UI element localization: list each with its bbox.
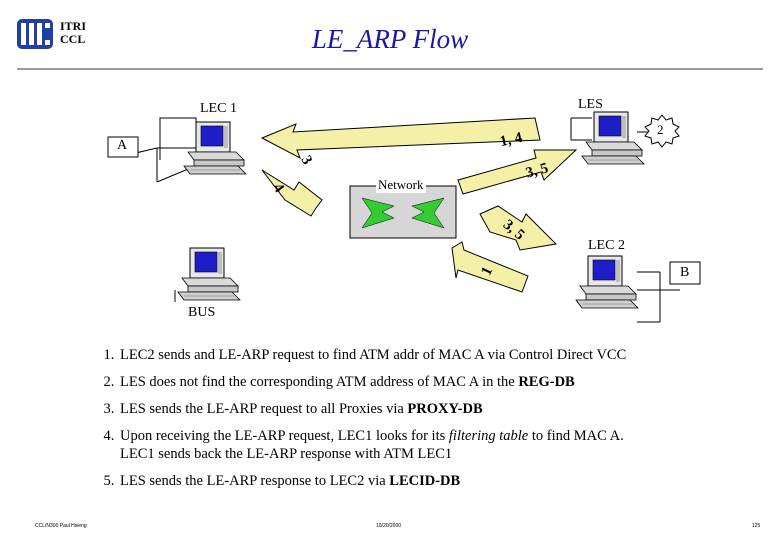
- arrow-lec2-to-network: [451, 241, 529, 293]
- network-switch-icon: [361, 197, 445, 229]
- le-arp-flow-diagram: [107, 111, 701, 323]
- step-item: LES sends the LE-ARP request to all Prox…: [118, 400, 768, 418]
- org-line-2: CCL: [60, 32, 86, 46]
- host-a-box: [107, 136, 139, 158]
- arrow-network-to-les: [457, 149, 578, 195]
- arrow-lec1-to-network: [261, 169, 323, 217]
- step-item: LES sends the LE-ARP response to LEC2 vi…: [118, 472, 768, 490]
- host-b-label: B: [680, 265, 690, 280]
- footer-page-number: 125: [752, 523, 761, 529]
- steps-list: LEC2 sends and LE-ARP request to find AT…: [76, 346, 768, 499]
- step-item: LES does not find the corresponding ATM …: [118, 373, 768, 391]
- org-label: ITRI CCL: [60, 20, 86, 46]
- les-computer-icon: [581, 111, 645, 165]
- step-item: Upon receiving the LE-ARP request, LEC1 …: [118, 427, 768, 463]
- footer-left: CCL/N300 Paul Hsieng: [35, 523, 87, 529]
- lec2-label: LEC 2: [588, 238, 625, 253]
- lec2-computer-icon: [575, 255, 639, 309]
- header-divider: [17, 68, 763, 70]
- host-a-label: A: [117, 138, 128, 153]
- page-title: LE_ARP Flow: [311, 24, 469, 54]
- les-label: LES: [578, 97, 603, 112]
- step-badge-label: 2: [657, 122, 664, 137]
- message-arrows: [260, 117, 578, 293]
- arrow-network-to-lec2: [479, 205, 558, 251]
- itri-logo-icon: [17, 19, 53, 49]
- lec1-label: LEC 1: [200, 101, 237, 116]
- network-label: Network: [376, 177, 426, 193]
- step-item: LEC2 sends and LE-ARP request to find AT…: [118, 346, 768, 364]
- network-box: [349, 185, 457, 239]
- bus-label: BUS: [188, 305, 216, 320]
- org-line-1: ITRI: [60, 19, 87, 33]
- bus-computer-icon: [177, 247, 241, 301]
- arrow-les-to-lec1: [260, 117, 541, 160]
- host-b-box: [669, 261, 701, 285]
- step-badge-starburst-icon: [644, 114, 680, 148]
- footer-date: 10/20/2000: [376, 523, 402, 529]
